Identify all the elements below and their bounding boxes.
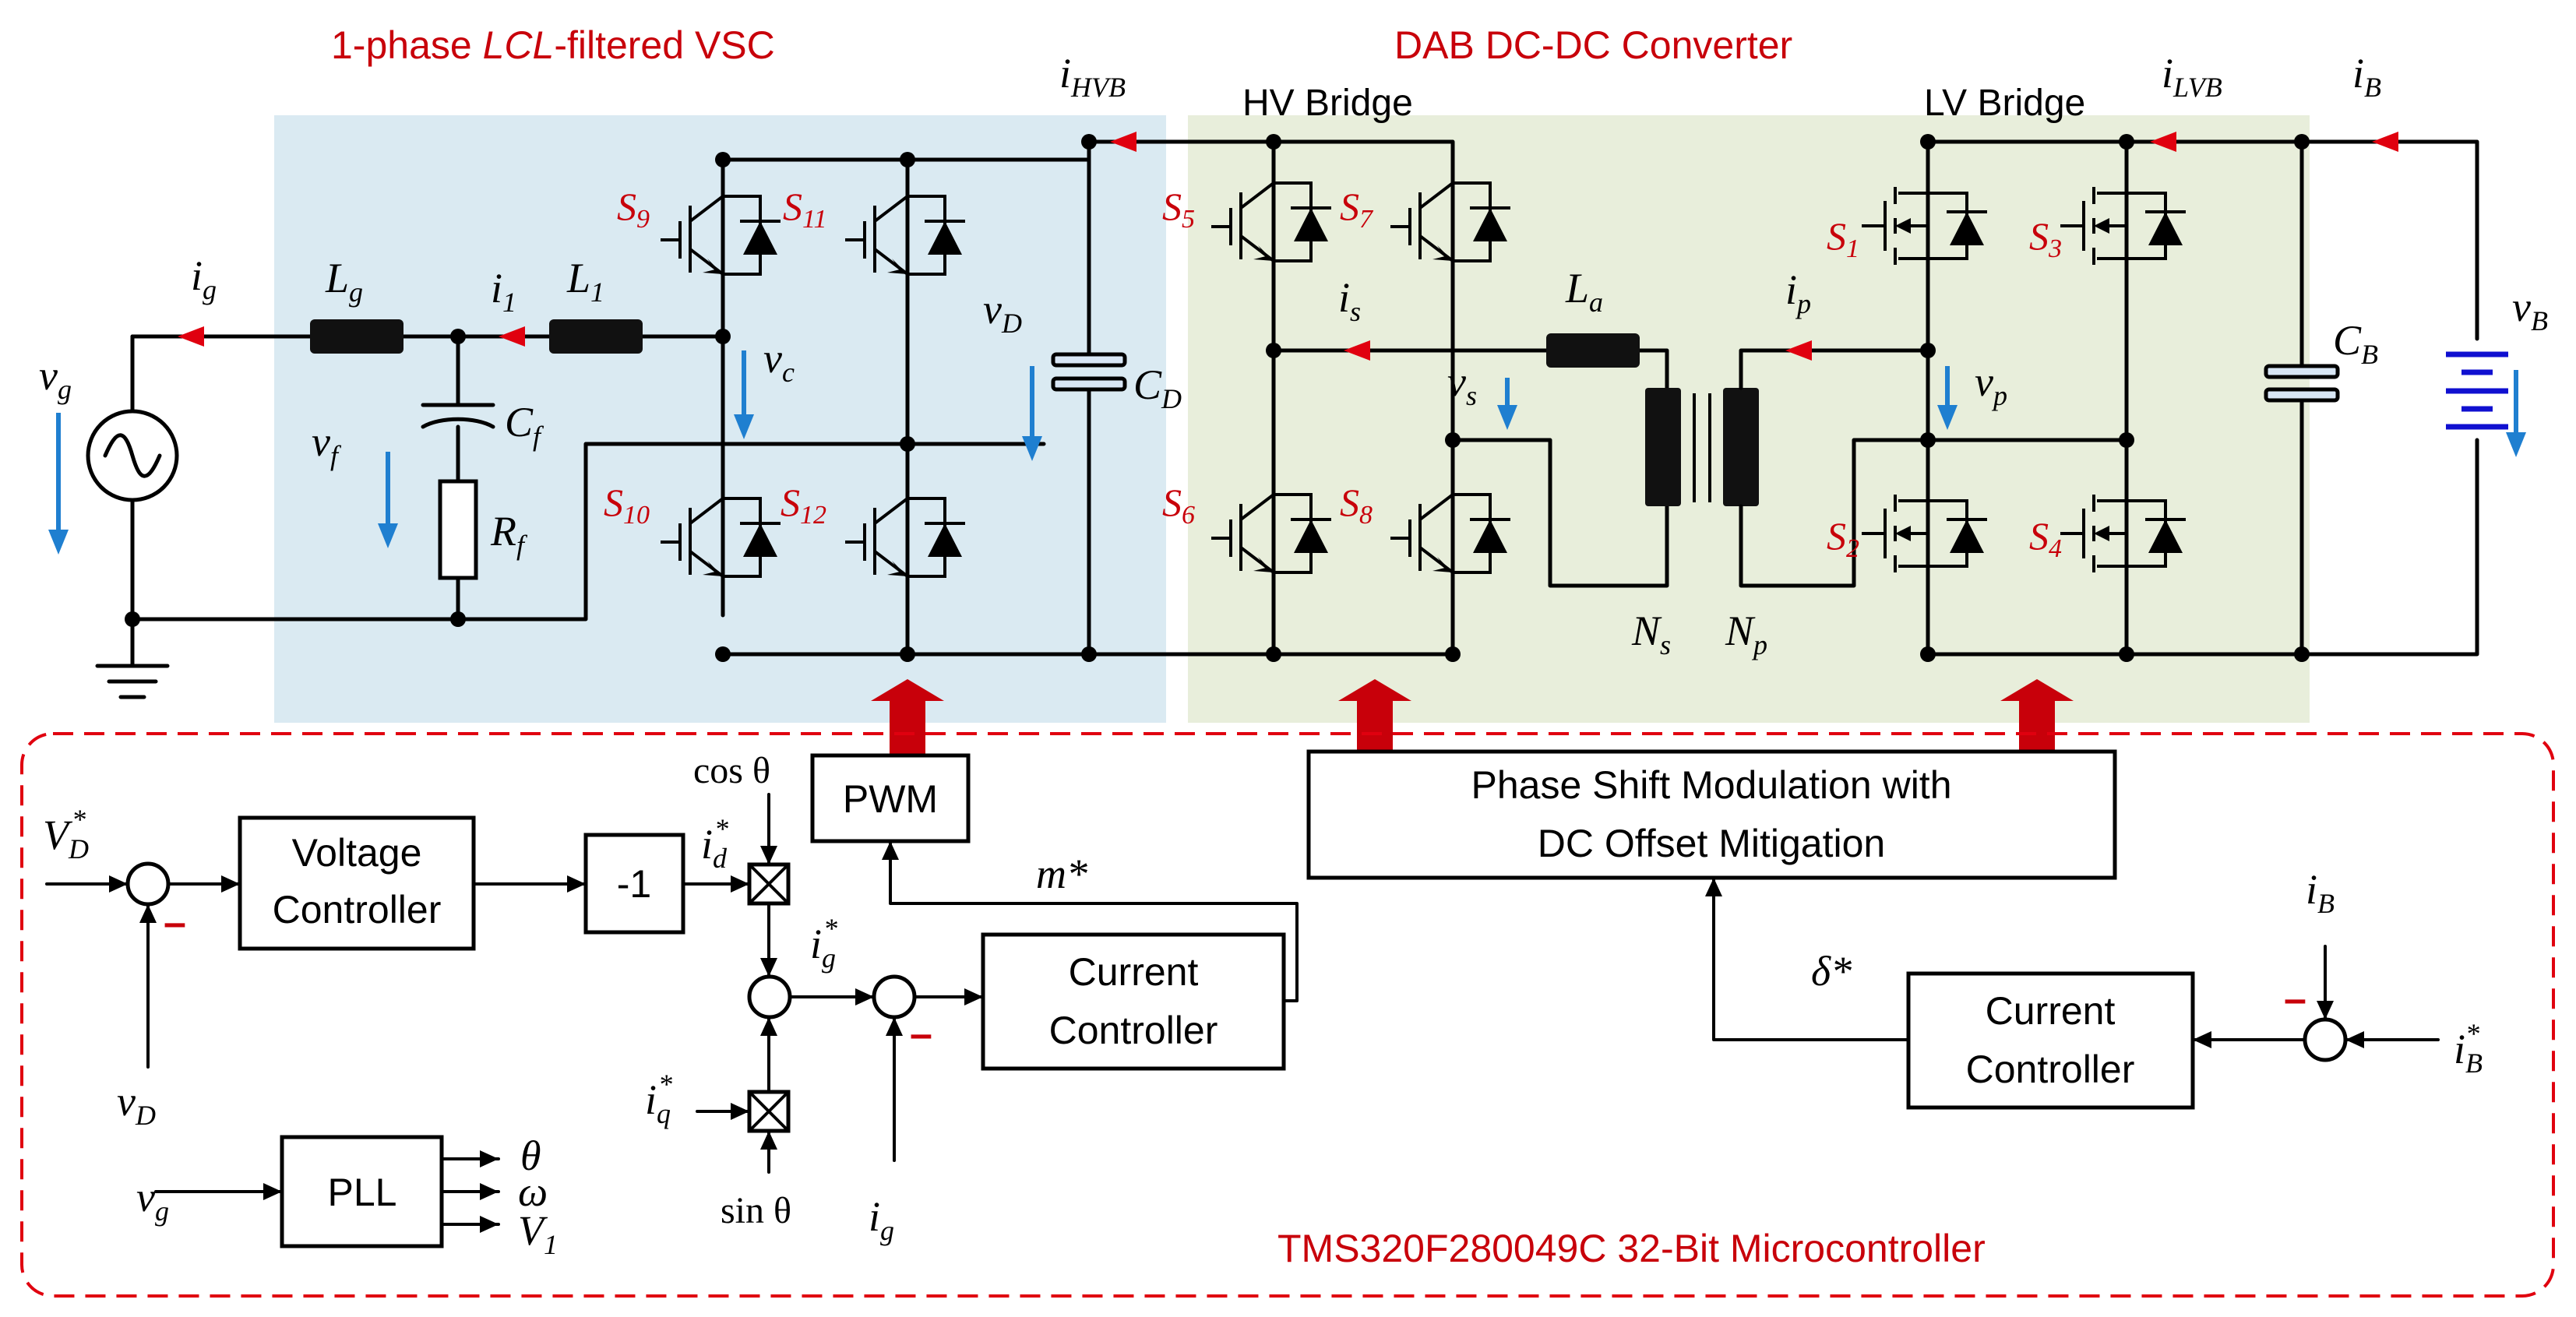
switch-s5: S5: [1162, 185, 1195, 234]
svg-text:Current: Current: [1069, 950, 1199, 994]
mcu-boundary: [20, 732, 2555, 1298]
control-arrowheads: [109, 841, 2364, 1233]
signal-id-ref: id*: [701, 813, 728, 874]
inductor-lg: [310, 319, 403, 354]
switch-s4: S4: [2029, 514, 2062, 563]
label-lg: Lg: [325, 255, 363, 308]
switch-s11: S11: [783, 185, 826, 234]
label-is: is: [1338, 274, 1361, 327]
svg-text:DC Offset Mitigation: DC Offset Mitigation: [1538, 822, 1885, 865]
label-vd: vD: [983, 286, 1022, 339]
minus-sign: –: [164, 900, 186, 945]
signal-delta-ref: δ*: [1811, 948, 1852, 995]
signal-sin: sin θ: [721, 1190, 791, 1231]
switch-s12: S12: [781, 481, 826, 530]
gate-arrows: [871, 679, 2074, 755]
label-vc: vc: [763, 335, 795, 388]
switch-s2: S2: [1827, 514, 1859, 563]
signal-vd-ref: VD*: [43, 804, 89, 865]
signal-vd-fb: vD: [117, 1078, 156, 1131]
label-vg: vg: [39, 352, 72, 405]
vsc-region: [274, 115, 1166, 723]
label-l1: L1: [566, 255, 604, 308]
switch-s8: S8: [1340, 481, 1373, 530]
dab-title: DAB DC-DC Converter: [1394, 23, 1792, 67]
svg-text:Current: Current: [1986, 989, 2116, 1033]
svg-text:PWM: PWM: [843, 777, 938, 821]
battery-current-controller-block: Current Controller: [1906, 971, 2195, 1110]
gain-block: -1: [583, 833, 685, 935]
label-vp: vp: [1975, 358, 2007, 411]
signal-ig-fb: ig: [869, 1193, 894, 1246]
mcu-title: TMS320F280049C 32-Bit Microcontroller: [1277, 1227, 1986, 1270]
vsc-title: 1-phase LCL-filtered VSC: [331, 23, 775, 67]
signal-iq-ref: iq*: [645, 1069, 672, 1129]
minus-sign: –: [2284, 977, 2306, 1022]
switch-s1: S1: [1827, 214, 1859, 263]
svg-text:Controller: Controller: [1966, 1048, 2135, 1091]
transformer: [1645, 388, 1759, 506]
label-la: La: [1565, 265, 1603, 318]
current-controller-block: Current Controller: [981, 932, 1286, 1071]
battery-icon: [2446, 351, 2508, 430]
label-vb: vB: [2512, 283, 2548, 336]
signal-m-ref: m*: [1036, 850, 1087, 897]
signal-pll-in: vg: [136, 1174, 169, 1227]
voltage-arrows: [48, 350, 2526, 555]
svg-text:Controller: Controller: [1049, 1009, 1218, 1052]
signal-omega: ω: [518, 1168, 548, 1215]
signal-ib-fb: iB: [2306, 866, 2335, 919]
label-ip: ip: [1785, 266, 1811, 319]
label-ig: ig: [191, 252, 217, 305]
inductor-la: [1546, 333, 1640, 368]
pwm-block: PWM: [810, 753, 971, 843]
switch-s10: S10: [604, 481, 650, 530]
label-vs: vs: [1447, 358, 1477, 411]
label-i1: i1: [491, 265, 516, 318]
grid-source: [86, 334, 179, 699]
switch-s6: S6: [1162, 481, 1195, 530]
svg-text:Phase Shift Modulation with: Phase Shift Modulation with: [1471, 763, 1951, 807]
lv-bridge-label: LV Bridge: [1924, 83, 2085, 124]
switch-s3: S3: [2029, 214, 2062, 263]
svg-text:-1: -1: [617, 862, 651, 906]
signal-ib-ref: iB*: [2454, 1018, 2483, 1079]
switch-s7: S7: [1340, 185, 1374, 234]
pll-block: PLL: [280, 1135, 444, 1248]
signal-v1: V1: [518, 1207, 558, 1260]
label-np: Np: [1725, 607, 1767, 660]
inductor-l1: [549, 319, 643, 354]
label-ns: Ns: [1631, 607, 1671, 660]
filter-branch: [421, 334, 495, 622]
hv-bridge-label: HV Bridge: [1242, 83, 1413, 124]
voltage-controller-block: Voltage Controller: [238, 815, 476, 951]
phase-shift-modulation-block: Phase Shift Modulation with DC Offset Mi…: [1306, 749, 2117, 880]
label-ilvb: iLVB: [2162, 50, 2222, 103]
svg-text:PLL: PLL: [328, 1171, 397, 1214]
minus-sign: –: [910, 1012, 932, 1057]
signal-cos: cos θ: [693, 750, 770, 791]
label-ihvb: iHVB: [1059, 50, 1126, 103]
signal-theta: θ: [520, 1132, 541, 1179]
label-ib: iB: [2352, 50, 2381, 103]
label-cd: CD: [1133, 361, 1182, 414]
signal-ig-ref: ig*: [810, 913, 837, 974]
switch-s9: S9: [617, 185, 650, 234]
svg-text:Voltage: Voltage: [292, 831, 422, 875]
label-cb: CB: [2333, 317, 2378, 370]
svg-text:Controller: Controller: [273, 888, 442, 931]
